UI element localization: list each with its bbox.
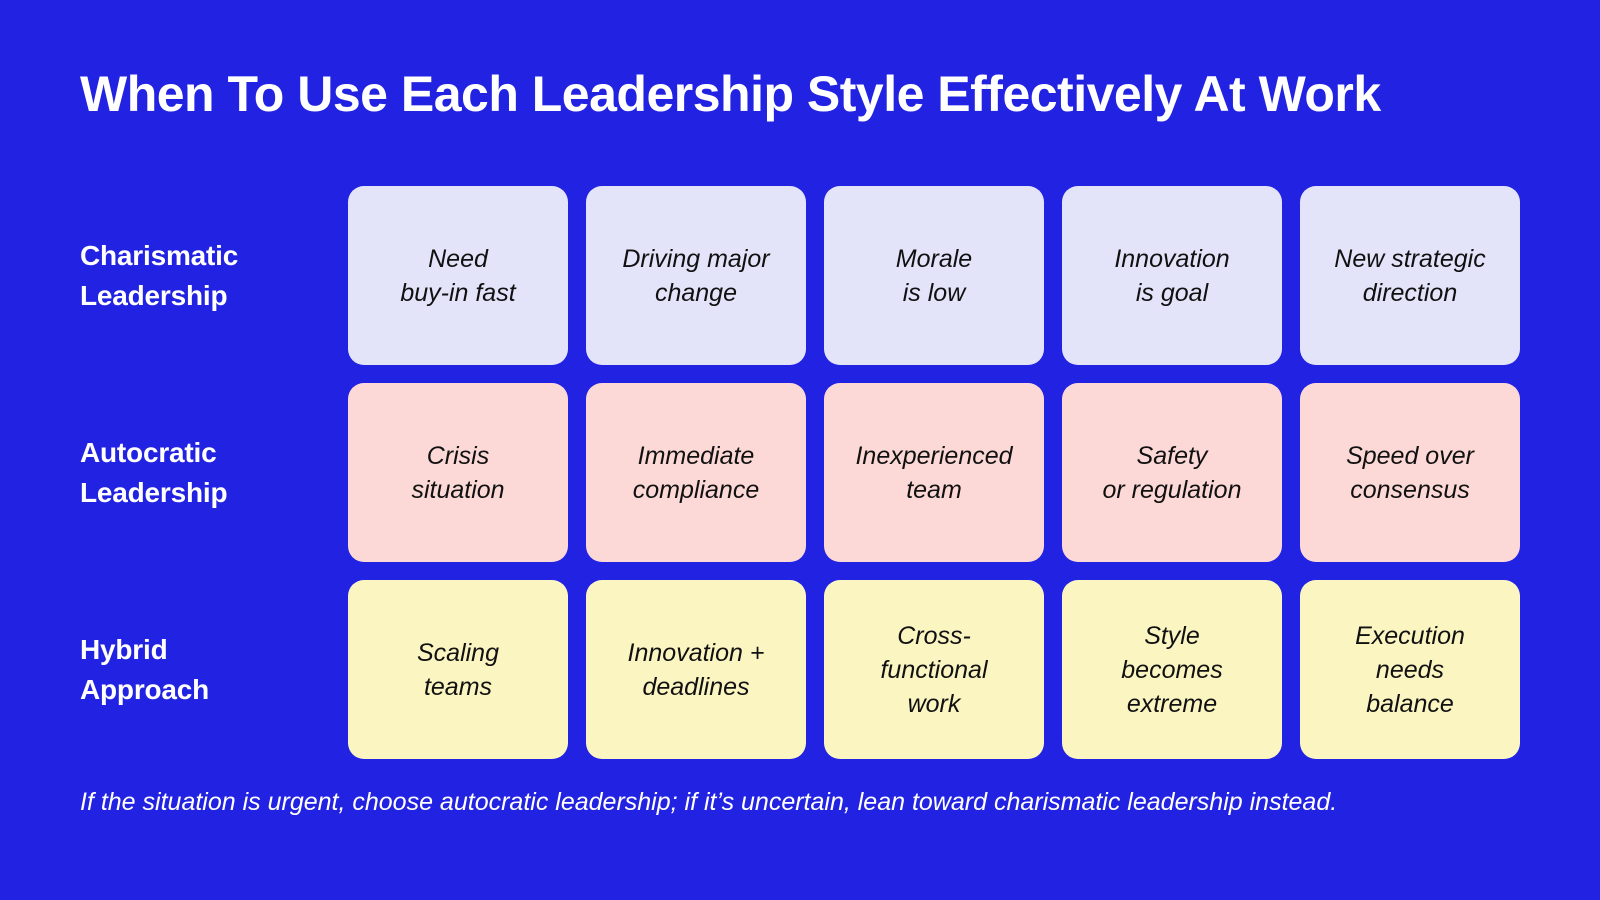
- scenario-card[interactable]: New strategic direction: [1300, 186, 1520, 365]
- scenario-card[interactable]: Morale is low: [824, 186, 1044, 365]
- row-cards-hybrid: Scaling teams Innovation + deadlines Cro…: [348, 580, 1520, 759]
- row-label-charismatic: Charismatic Leadership: [80, 239, 239, 311]
- matrix-row-hybrid: Hybrid Approach Scaling teams Innovation…: [80, 580, 1520, 759]
- matrix-row-charismatic: Charismatic Leadership Need buy-in fast …: [80, 186, 1520, 365]
- scenario-card[interactable]: Driving major change: [586, 186, 806, 365]
- row-label-hybrid: Hybrid Approach: [80, 633, 210, 705]
- scenario-card[interactable]: Inexperienced team: [824, 383, 1044, 562]
- footer-note: If the situation is urgent, choose autoc…: [80, 788, 1338, 816]
- scenario-card[interactable]: Execution needs balance: [1300, 580, 1520, 759]
- scenario-card[interactable]: Innovation + deadlines: [586, 580, 806, 759]
- matrix-row-autocratic: Autocratic Leadership Crisis situation I…: [80, 383, 1520, 562]
- row-cards-charismatic: Need buy-in fast Driving major change Mo…: [348, 186, 1520, 365]
- scenario-card[interactable]: Crisis situation: [348, 383, 568, 562]
- scenario-card[interactable]: Safety or regulation: [1062, 383, 1282, 562]
- scenario-card[interactable]: Innovation is goal: [1062, 186, 1282, 365]
- leadership-matrix: Charismatic Leadership Need buy-in fast …: [80, 186, 1520, 759]
- scenario-card[interactable]: Cross- functional work: [824, 580, 1044, 759]
- row-label-autocratic: Autocratic Leadership: [80, 436, 228, 508]
- scenario-card[interactable]: Immediate compliance: [586, 383, 806, 562]
- scenario-card[interactable]: Style becomes extreme: [1062, 580, 1282, 759]
- scenario-card[interactable]: Need buy-in fast: [348, 186, 568, 365]
- row-cards-autocratic: Crisis situation Immediate compliance In…: [348, 383, 1520, 562]
- page-title: When To Use Each Leadership Style Effect…: [80, 66, 1381, 122]
- scenario-card[interactable]: Speed over consensus: [1300, 383, 1520, 562]
- scenario-card[interactable]: Scaling teams: [348, 580, 568, 759]
